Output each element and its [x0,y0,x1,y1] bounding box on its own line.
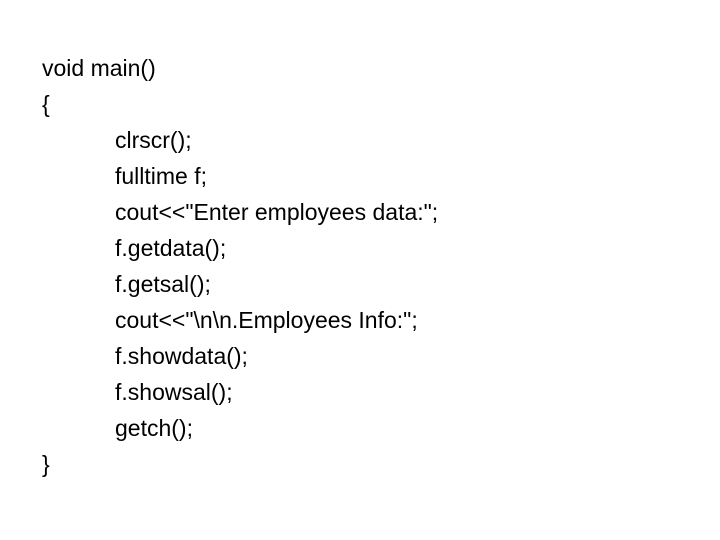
code-line-getch: getch(); [115,415,193,441]
code-line-main-signature: void main() [42,55,156,81]
code-line-getsal: f.getsal(); [115,271,211,297]
code-line-enter-prompt: cout<<"Enter employees data:"; [115,199,439,225]
code-line-info-output: cout<<"\n\n.Employees Info:"; [115,307,418,333]
code-line-clrscr: clrscr(); [115,127,192,153]
code-line-open-brace: { [42,91,50,117]
code-line-showdata: f.showdata(); [115,343,248,369]
code-block: void main() { clrscr(); fulltime f; cout… [42,50,682,482]
code-line-close-brace: } [42,451,50,477]
code-line-declaration: fulltime f; [115,163,208,189]
code-line-showsal: f.showsal(); [115,379,233,405]
code-line-getdata: f.getdata(); [115,235,227,261]
